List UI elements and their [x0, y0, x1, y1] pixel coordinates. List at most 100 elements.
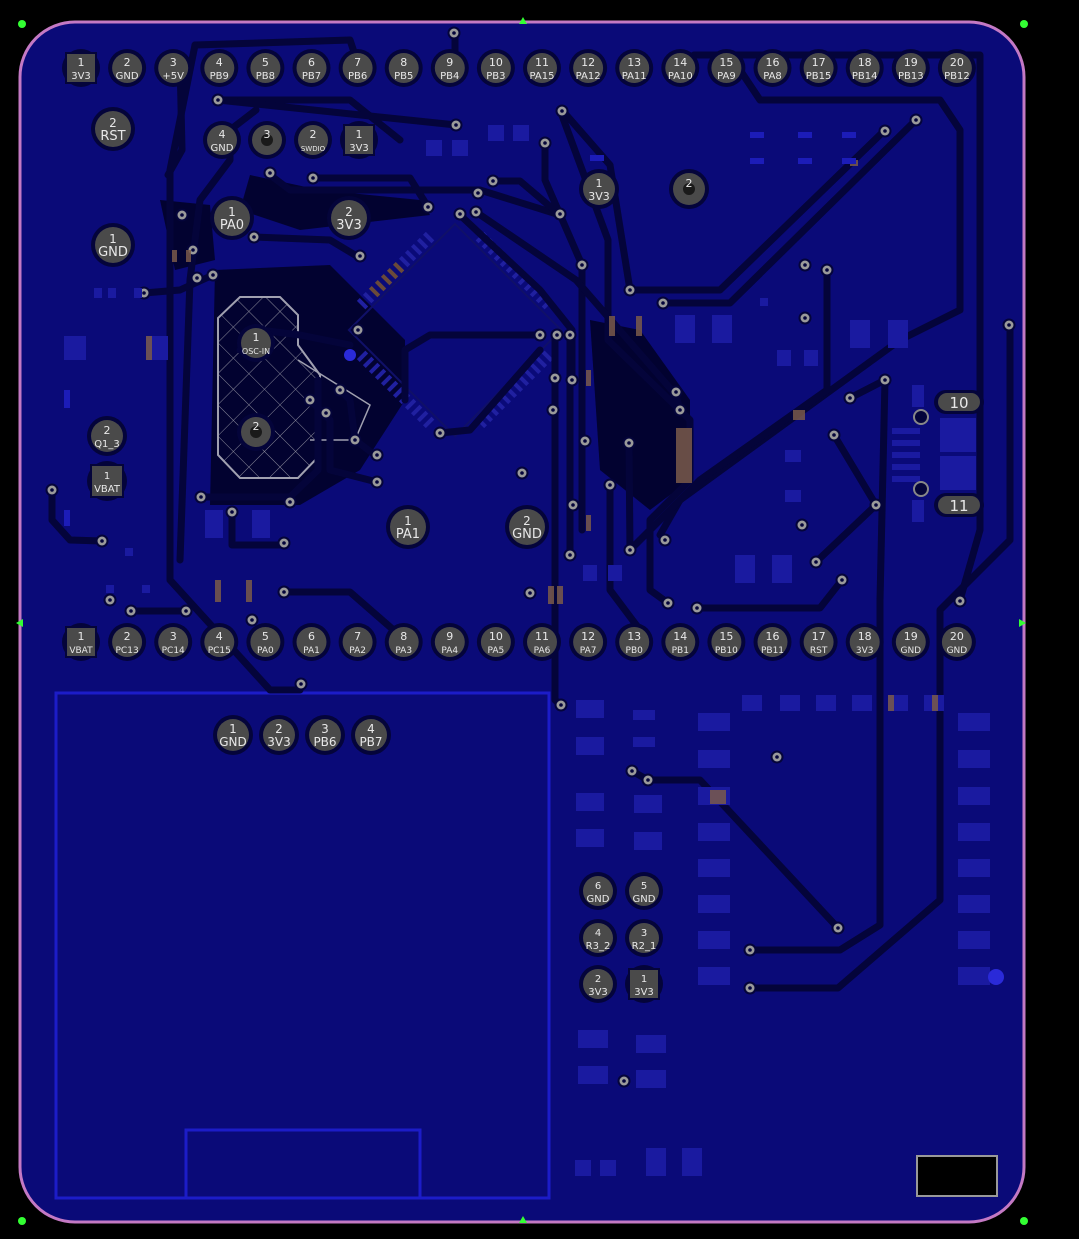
via — [515, 466, 529, 480]
component-box — [916, 1155, 998, 1197]
pad-signal: PA6 — [534, 646, 551, 656]
pad-number: 1 — [228, 205, 236, 219]
pad-number: 6 — [595, 881, 601, 892]
pad-signal: PA11 — [622, 71, 647, 82]
via — [820, 263, 834, 277]
pad-number: 2 — [686, 177, 693, 190]
pad-signal: OSC-IN — [242, 347, 270, 356]
mcu-pin — [416, 237, 429, 250]
via — [538, 136, 552, 150]
pad-number: 9 — [446, 630, 453, 643]
pad-number: 10 — [489, 56, 503, 69]
via — [770, 750, 784, 764]
via — [566, 498, 580, 512]
via — [225, 505, 239, 519]
via — [486, 174, 500, 188]
via — [370, 475, 384, 489]
via — [194, 490, 208, 504]
mounting-hole — [913, 481, 929, 497]
pad-number: 2 — [345, 205, 353, 219]
pad-signal: PA10 — [668, 71, 693, 82]
via — [453, 207, 467, 221]
exposed-copper — [146, 160, 938, 804]
pad-number: 2 — [109, 116, 117, 130]
mcu-pin — [541, 350, 554, 362]
pad-number: 6 — [308, 56, 315, 69]
pad-number: 1 — [109, 232, 117, 246]
pad-signal: 3V3 — [856, 646, 874, 656]
via — [575, 258, 589, 272]
pad-signal: PB13 — [898, 71, 924, 82]
mcu-pin — [362, 356, 375, 369]
via — [294, 677, 308, 691]
pad-number: 18 — [858, 56, 872, 69]
pad-signal: GND — [512, 527, 542, 542]
pad-signal: GND — [587, 894, 610, 905]
pad-number: 4 — [219, 128, 226, 141]
mcu-pin — [517, 374, 530, 387]
pad-signal: PB7 — [302, 71, 321, 82]
pad-signal: PA7 — [580, 646, 597, 656]
fiducial — [344, 349, 356, 361]
pad-number: 2 — [124, 630, 131, 643]
pad-signal: PB15 — [806, 71, 832, 82]
via — [658, 533, 672, 547]
pad-number: 4 — [216, 56, 223, 69]
mcu-pin — [386, 380, 399, 393]
pad-number: 2 — [595, 974, 601, 985]
pad-signal: +5V — [162, 71, 184, 82]
via — [370, 448, 384, 462]
pad-signal: PB8 — [256, 71, 275, 82]
via — [565, 373, 579, 387]
pad-number: 6 — [308, 630, 315, 643]
mcu-pin — [523, 368, 536, 381]
via — [175, 208, 189, 222]
via — [623, 543, 637, 557]
mcu-pin — [416, 410, 429, 423]
pad-signal: PB10 — [715, 646, 738, 656]
via — [179, 604, 193, 618]
via — [563, 328, 577, 342]
via — [45, 483, 59, 497]
pad-number: 10 — [489, 630, 503, 643]
mcu-pin — [404, 249, 417, 262]
via — [798, 258, 812, 272]
via — [319, 406, 333, 420]
pad-signal: GND — [116, 71, 139, 82]
pad-signal: PA1 — [396, 527, 420, 542]
via — [550, 328, 564, 342]
via — [953, 594, 967, 608]
pad-number: 1 — [104, 471, 110, 482]
pad-number: 8 — [400, 56, 407, 69]
pad-number: 14 — [673, 56, 687, 69]
pad-signal: R3_2 — [586, 941, 611, 952]
via — [843, 391, 857, 405]
via — [353, 249, 367, 263]
via — [103, 593, 117, 607]
mcu-pin — [368, 362, 381, 375]
via — [553, 207, 567, 221]
pad-signal: GND — [633, 894, 656, 905]
mcu-pin — [392, 261, 405, 274]
pad-signal: PA0 — [257, 646, 274, 656]
pad-signal: PB14 — [852, 71, 878, 82]
smd-pads — [64, 125, 990, 1176]
